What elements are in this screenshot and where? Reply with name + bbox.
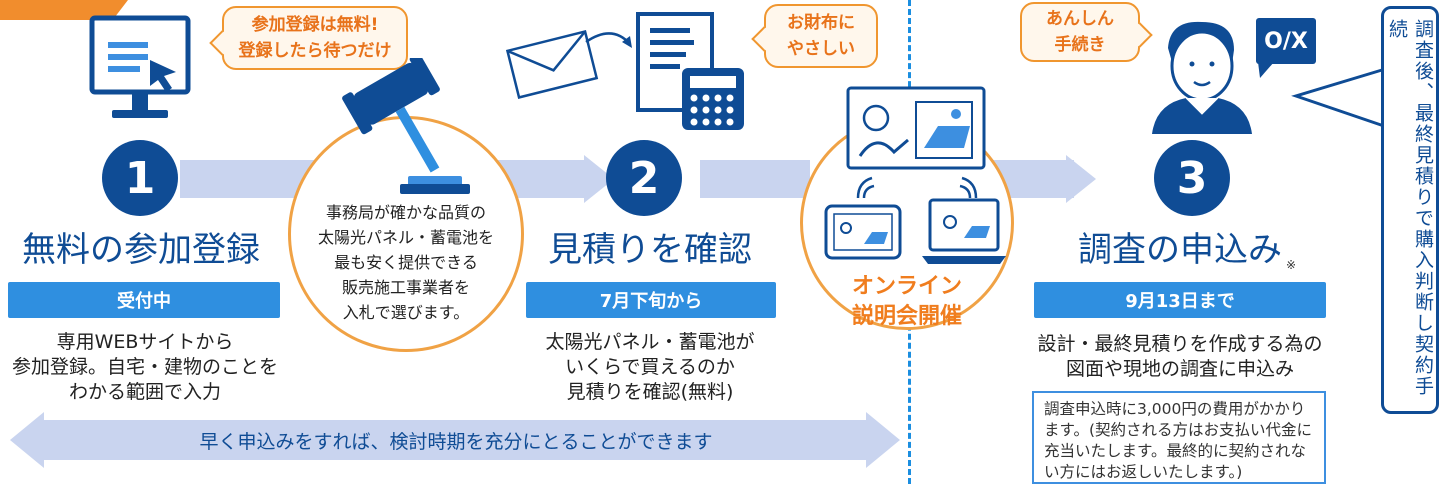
vertical-note-text: 調査後、最終見積りで購入判断し契約手続 [1386, 19, 1434, 397]
step-desc-3: 設計・最終見積りを作成する為の 図面や現地の調査に申込み [1037, 333, 1323, 380]
step-badge-1: 受付中 [8, 282, 280, 318]
presentation-screen-icon [846, 86, 986, 170]
flow-arrow-3-head [1066, 155, 1096, 203]
step-title-3: 調査の申込み ※ [1078, 222, 1296, 272]
step-title-3-text: 調査の申込み [1078, 230, 1282, 270]
speech-bubble-wallet-text: お財布に やさしい [787, 13, 855, 59]
speech-bubble-free-text: 参加登録は無料! 登録したら待つだけ [238, 15, 392, 61]
quiz-sign-bubble: O/X [1256, 18, 1316, 64]
person-icon [1152, 21, 1252, 134]
double-arrow-right-head [866, 412, 900, 468]
corner-banner [0, 0, 128, 20]
step-number-1: 1 [102, 140, 178, 216]
speech-bubble-free: 参加登録は無料! 登録したら待つだけ [209, 6, 408, 70]
bid-circle-text: 事務局が確かな品質の 太陽光パネル・蓄電池を 最も安く提供できる 販売施工事業者… [317, 203, 494, 322]
double-arrow-left-head [10, 412, 44, 468]
flow-arrow-2 [700, 160, 810, 198]
calculator-document-icon [636, 12, 744, 130]
fee-note-box: 調査申込時に3,000円の費用がかかります。(契約される方はお支払い代金に充当い… [1032, 391, 1326, 484]
quiz-sign-tail [1258, 62, 1274, 78]
envelope-icon [505, 30, 632, 99]
wifi-signal-icons [856, 176, 978, 199]
step-number-2: 2 [606, 140, 682, 216]
callout-pointer [1291, 68, 1385, 128]
step-title-3-mark: ※ [1286, 258, 1297, 272]
laptop-icon [922, 198, 1006, 264]
step-badge-2: 7月下旬から [526, 282, 776, 318]
online-seminar-text: オンライン 説明会開催 [851, 274, 962, 329]
step-desc-2: 太陽光パネル・蓄電池が いくらで買えるのか 見積りを確認(無料) [545, 331, 755, 403]
step-number-3: 3 [1154, 140, 1230, 216]
quiz-sign-text: O/X [1264, 28, 1308, 54]
step-title-1: 無料の参加登録 [22, 230, 260, 270]
gavel-icon [342, 58, 470, 194]
step-title-2: 見積りを確認 [548, 230, 752, 270]
step-desc-1: 専用WEBサイトから 参加登録。自宅・建物のことを わかる範囲で入力 [11, 331, 278, 403]
vertical-note-box: 調査後、最終見積りで購入判断し契約手続 [1381, 6, 1439, 414]
speech-bubble-safe-text: あんしん 手続き [1046, 9, 1114, 55]
speech-bubble-safe: あんしん 手続き [1020, 2, 1153, 62]
speech-bubble-wallet: お財布に やさしい [751, 4, 878, 68]
double-arrow-body [40, 420, 872, 460]
computer-monitor-icon [89, 15, 191, 118]
step-badge-3: 9月13日まで [1034, 282, 1326, 318]
tablet-icon [824, 204, 902, 260]
double-arrow-text: 早く申込みをすれば、検討時期を充分にとることができます [199, 430, 713, 453]
fee-note-text: 調査申込時に3,000円の費用がかかります。(契約される方はお支払い代金に充当い… [1044, 400, 1312, 481]
